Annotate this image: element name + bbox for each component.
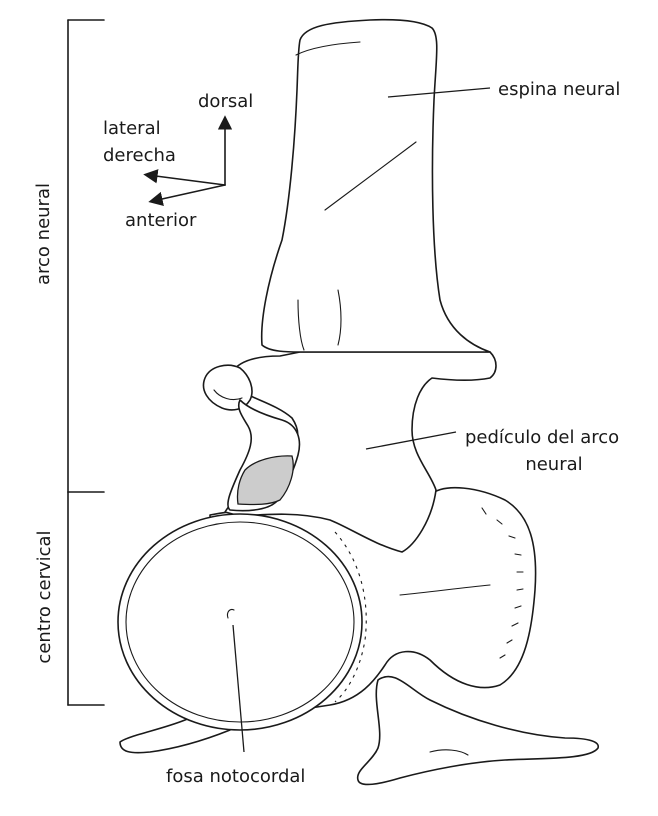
espina-neural-label: espina neural [498, 79, 621, 100]
centro-cervical-label: centro cervical [34, 530, 55, 664]
neural-arch [224, 351, 497, 553]
leader-fosa-notocordal [232, 624, 245, 753]
spine-fold-line-2 [337, 289, 342, 346]
spine-fold-line [297, 299, 305, 351]
posterior-rim-ticks [481, 507, 524, 659]
spine-top-line [295, 41, 361, 56]
arco-neural-bracket [67, 19, 105, 493]
lateral-derecha-label-line2: derecha [103, 145, 176, 166]
leader-espina-neural [387, 87, 491, 98]
dorsal-label: dorsal [198, 91, 254, 112]
condyle-inner-rim [125, 521, 355, 723]
lateral-derecha-label-line1: lateral [103, 118, 161, 139]
pediculo-label-line2: neural [525, 454, 583, 475]
posterior-process [356, 675, 599, 786]
notochordal-pit [226, 608, 235, 619]
anterior-label: anterior [125, 210, 197, 231]
anterior-condyle [117, 513, 363, 731]
fosa-notocordal-label: fosa notocordal [166, 766, 306, 787]
lateral-arrow [143, 169, 226, 186]
pediculo-label-line1: pedículo del arco [465, 427, 620, 448]
process-detail [429, 749, 469, 756]
neural-spine [260, 18, 491, 353]
orientation-axes [143, 115, 233, 206]
centrum-lateral-line [399, 584, 491, 596]
anterior-arrow [148, 184, 226, 206]
centro-cervical-bracket [67, 491, 105, 706]
leader-pediculo [365, 431, 457, 450]
prezyg-detail [213, 389, 243, 401]
spine-diagonal-line [324, 141, 417, 211]
shaded-articular-facet [236, 455, 294, 506]
arco-neural-label: arco neural [33, 183, 54, 285]
